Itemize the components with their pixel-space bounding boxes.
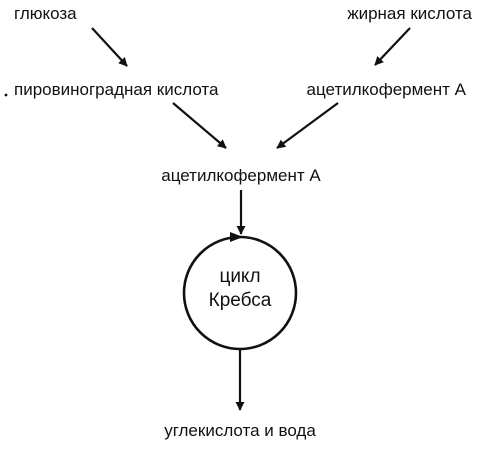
node-fatty-acid: жирная кислота <box>347 4 472 23</box>
node-acetyl-coa-right: ацетилкофермент А <box>307 80 467 99</box>
arrow-pyruvic-to-acetyl <box>172 102 227 149</box>
cycle-label-line2: Кребса <box>209 290 272 311</box>
stray-dot <box>4 93 8 97</box>
arrow-fatty-to-acetyl <box>374 27 411 66</box>
node-pyruvic-acid: пировиноградная кислота <box>14 80 219 99</box>
cycle-direction-arrow-icon <box>230 232 243 242</box>
node-glucose: глюкоза <box>14 4 77 23</box>
node-result: углекислота и вода <box>164 421 316 440</box>
node-acetyl-coa-center: ацетилкофермент А <box>161 166 321 185</box>
arrow-glucose-to-pyruvic <box>91 27 128 67</box>
cycle-label-line1: цикл <box>219 266 260 287</box>
arrow-acetyl-right-to-center <box>276 102 339 149</box>
